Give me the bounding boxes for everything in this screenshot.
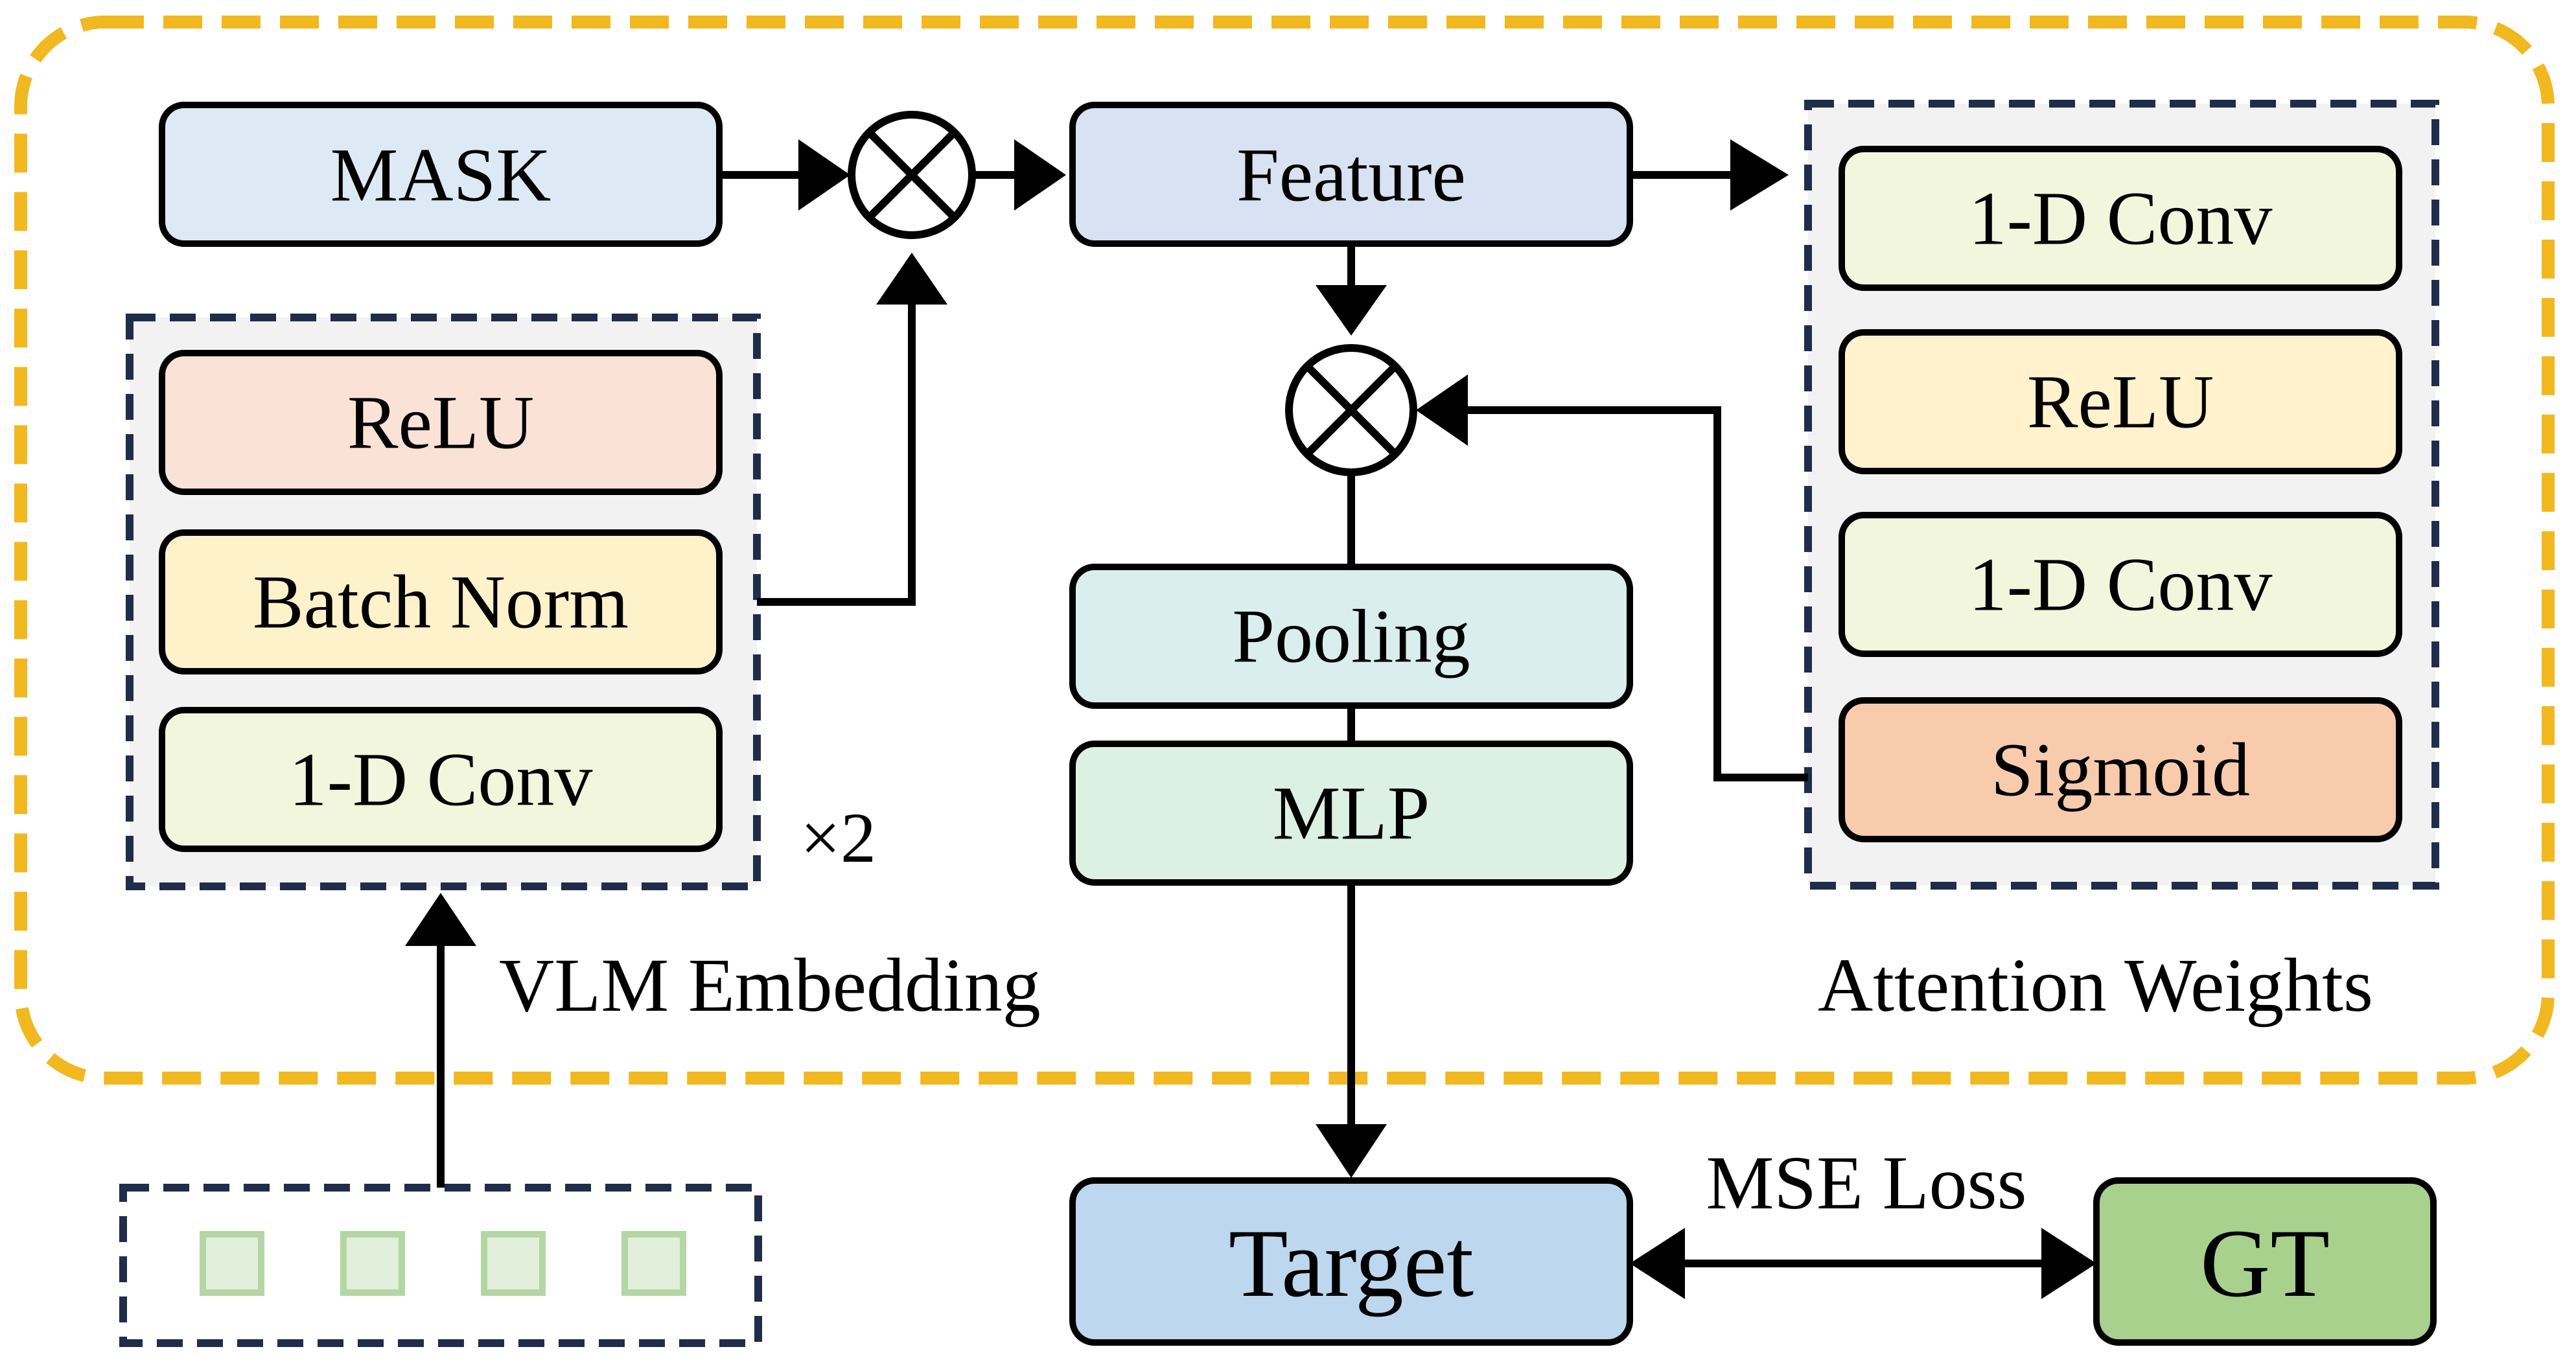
outer-frame (14, 16, 2555, 1085)
vlm-relu-label: ReLU (347, 380, 534, 465)
arrow-multiply-to-feature (972, 139, 1066, 211)
attention-relu-box (1839, 329, 2402, 474)
mask-label: MASK (331, 133, 551, 218)
target-box (1069, 1177, 1633, 1346)
token-square (340, 1231, 405, 1296)
attention-conv1-label: 1-D Conv (1969, 176, 2273, 261)
gt-box (2093, 1177, 2437, 1346)
attention-sigmoid-box (1839, 697, 2402, 842)
attention-relu-label: ReLU (2027, 360, 2214, 444)
arrow-feature-to-multiply2 (1316, 244, 1387, 336)
mlp-label: MLP (1273, 771, 1430, 856)
vlm-conv-box (159, 707, 723, 852)
arrow-vlm-to-multiply (757, 253, 947, 606)
attention-conv2-box (1839, 512, 2402, 657)
arrow-mask-to-multiply (719, 139, 850, 211)
attention-weights-caption: Attention Weights (1818, 943, 2373, 1028)
multiply-circle-icon (1285, 344, 1417, 476)
token-square (621, 1231, 686, 1296)
arrow-sigmoid-to-multiply2 (1416, 374, 1808, 781)
vlm-batchnorm-label: Batch Norm (253, 560, 629, 645)
arrow-mlp-to-target (1316, 882, 1387, 1178)
vlm-batchnorm-box (159, 529, 723, 674)
arrow-tokens-to-vlm (405, 893, 476, 1188)
mse-loss-label: MSE Loss (1706, 1140, 2026, 1225)
pooling-label: Pooling (1232, 594, 1470, 679)
attention-conv2-label: 1-D Conv (1969, 542, 2273, 627)
target-label: Target (1229, 1210, 1474, 1317)
repeat-label: ×2 (800, 798, 876, 877)
feature-label: Feature (1236, 133, 1466, 218)
arrow-feature-to-attention (1630, 139, 1789, 211)
attention-conv1-box (1839, 146, 2402, 291)
multiply-circle-icon (848, 111, 976, 239)
arrow-target-gt (1630, 1228, 2096, 1299)
token-square (200, 1231, 264, 1296)
attention-sigmoid-label: Sigmoid (1991, 728, 2250, 812)
vlm-embedding-caption: VLM Embedding (499, 943, 1041, 1028)
vlm-relu-box (159, 350, 723, 495)
token-square (481, 1231, 546, 1296)
gt-label: GT (2200, 1210, 2330, 1317)
vlm-conv-label: 1-D Conv (289, 737, 593, 822)
